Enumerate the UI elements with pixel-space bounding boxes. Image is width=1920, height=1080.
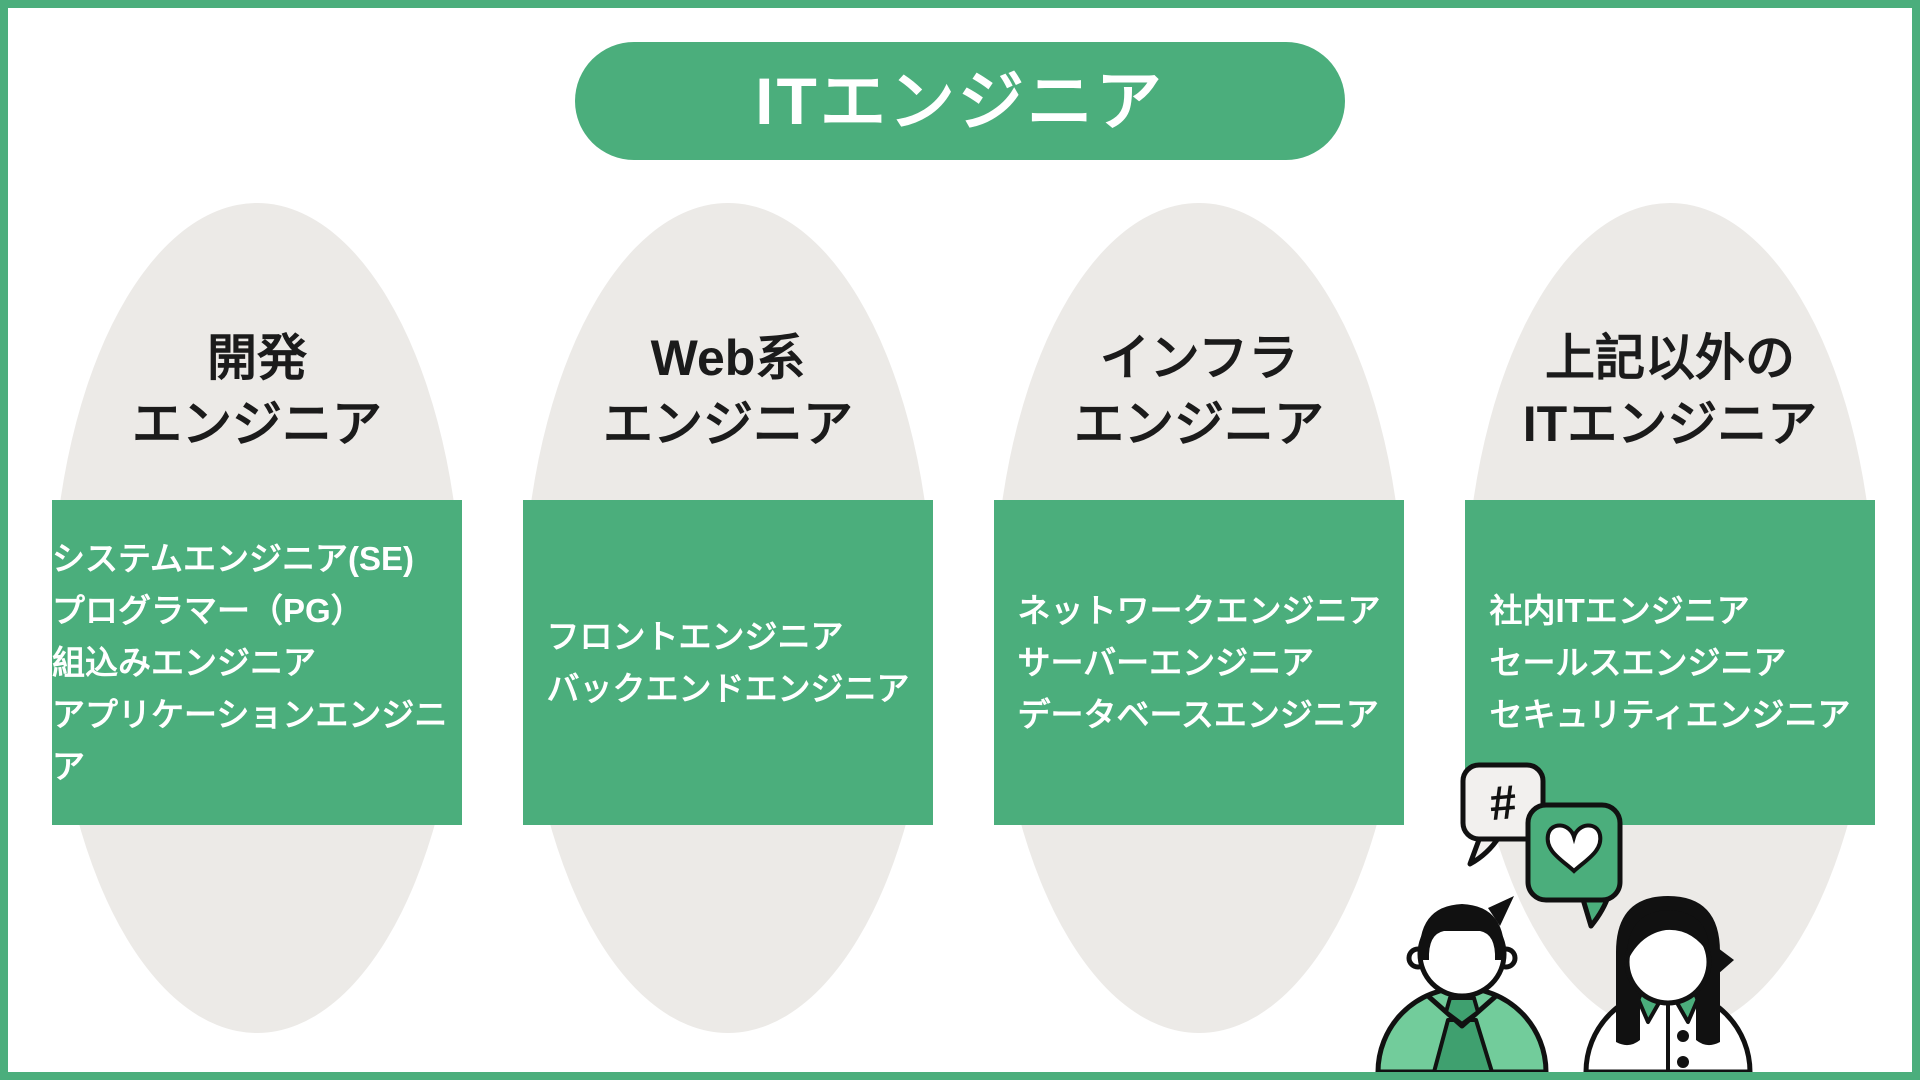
page-title: ITエンジニア <box>755 64 1165 138</box>
woman-illustration <box>1583 896 1753 1072</box>
category-column-infra: インフラ エンジニア ネットワークエンジニア サーバーエンジニア データベースエ… <box>994 203 1404 1033</box>
category-roles-box: フロントエンジニア バックエンドエンジニア <box>523 500 933 825</box>
category-column-web: Web系 エンジニア フロントエンジニア バックエンドエンジニア <box>523 203 933 1033</box>
role-list: フロントエンジニア バックエンドエンジニア <box>546 617 910 707</box>
category-roles-box: ネットワークエンジニア サーバーエンジニア データベースエンジニア <box>994 500 1404 825</box>
category-column-development: 開発 エンジニア システムエンジニア(SE) プログラマー（PG） 組込みエンジ… <box>52 203 462 1033</box>
category-title: Web系 エンジニア <box>603 330 853 452</box>
category-title: 上記以外の ITエンジニア <box>1522 330 1818 452</box>
people-talking-illustration: # <box>1375 762 1753 1072</box>
role-list: 社内ITエンジニア セールスエンジニア セキュリティエンジニア <box>1489 591 1851 733</box>
hashtag-bubble-icon: # <box>1460 762 1546 867</box>
category-roles-box: システムエンジニア(SE) プログラマー（PG） 組込みエンジニア アプリケーシ… <box>52 500 462 825</box>
heart-icon <box>1545 823 1603 874</box>
hashtag-symbol: # <box>1488 776 1519 831</box>
role-list: システムエンジニア(SE) プログラマー（PG） 組込みエンジニア アプリケーシ… <box>52 539 448 785</box>
category-title: インフラ エンジニア <box>1074 330 1324 452</box>
heart-bubble-icon <box>1525 802 1623 929</box>
header-pill: ITエンジニア <box>575 42 1345 160</box>
role-list: ネットワークエンジニア サーバーエンジニア データベースエンジニア <box>1017 591 1381 733</box>
man-illustration <box>1375 896 1549 1072</box>
category-title: 開発 エンジニア <box>132 330 382 452</box>
